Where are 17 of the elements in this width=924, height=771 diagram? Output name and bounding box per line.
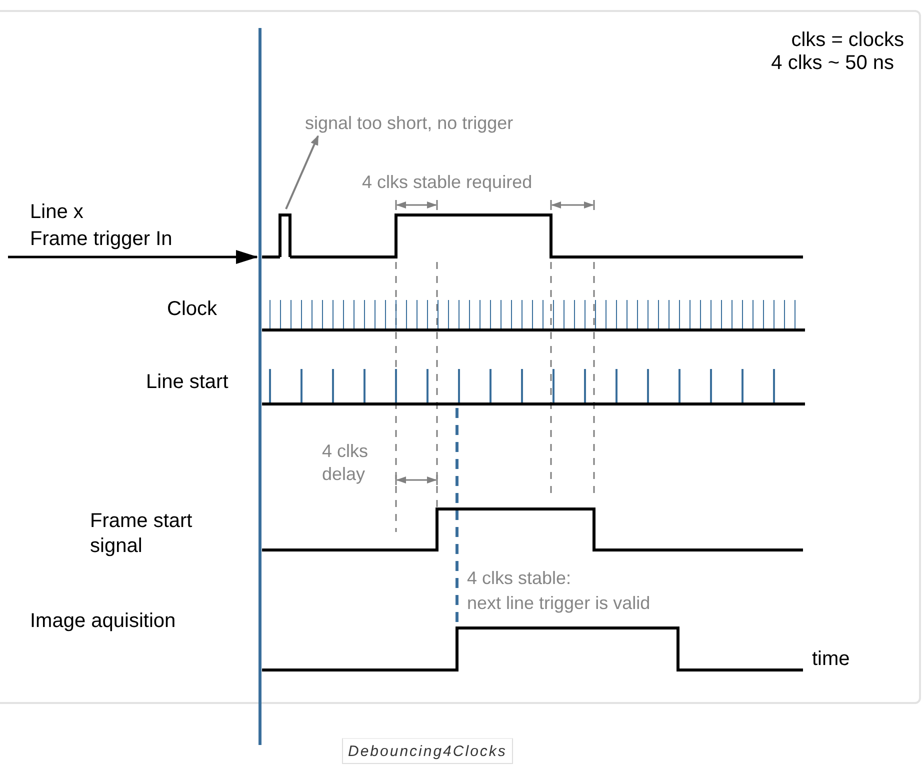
glitch-pulse <box>278 214 292 257</box>
signal-label: Clock <box>167 297 218 322</box>
leader-arrow <box>285 135 319 210</box>
signal-label: Line start <box>146 370 228 395</box>
annotation-text: 4 clks stable required <box>362 171 532 194</box>
caption: Debouncing4Clocks <box>342 738 513 764</box>
signal-label: Image aquisition <box>30 609 176 634</box>
annotation-text: 4 clks stable: <box>467 567 572 590</box>
signal-label: Line x <box>30 200 84 225</box>
annotation-text: next line trigger is valid <box>467 592 650 614</box>
signal-label: Frame trigger In <box>30 227 172 252</box>
annotation-text: signal too short, no trigger <box>305 112 514 134</box>
signal-label: time <box>812 647 850 672</box>
signal-label: clks = clocks <box>791 28 904 53</box>
signal-label: 4 clks ~ 50 ns <box>771 51 894 76</box>
annotation-text: 4 clks delay <box>322 440 370 485</box>
signal-label: Frame start signal <box>90 509 194 559</box>
